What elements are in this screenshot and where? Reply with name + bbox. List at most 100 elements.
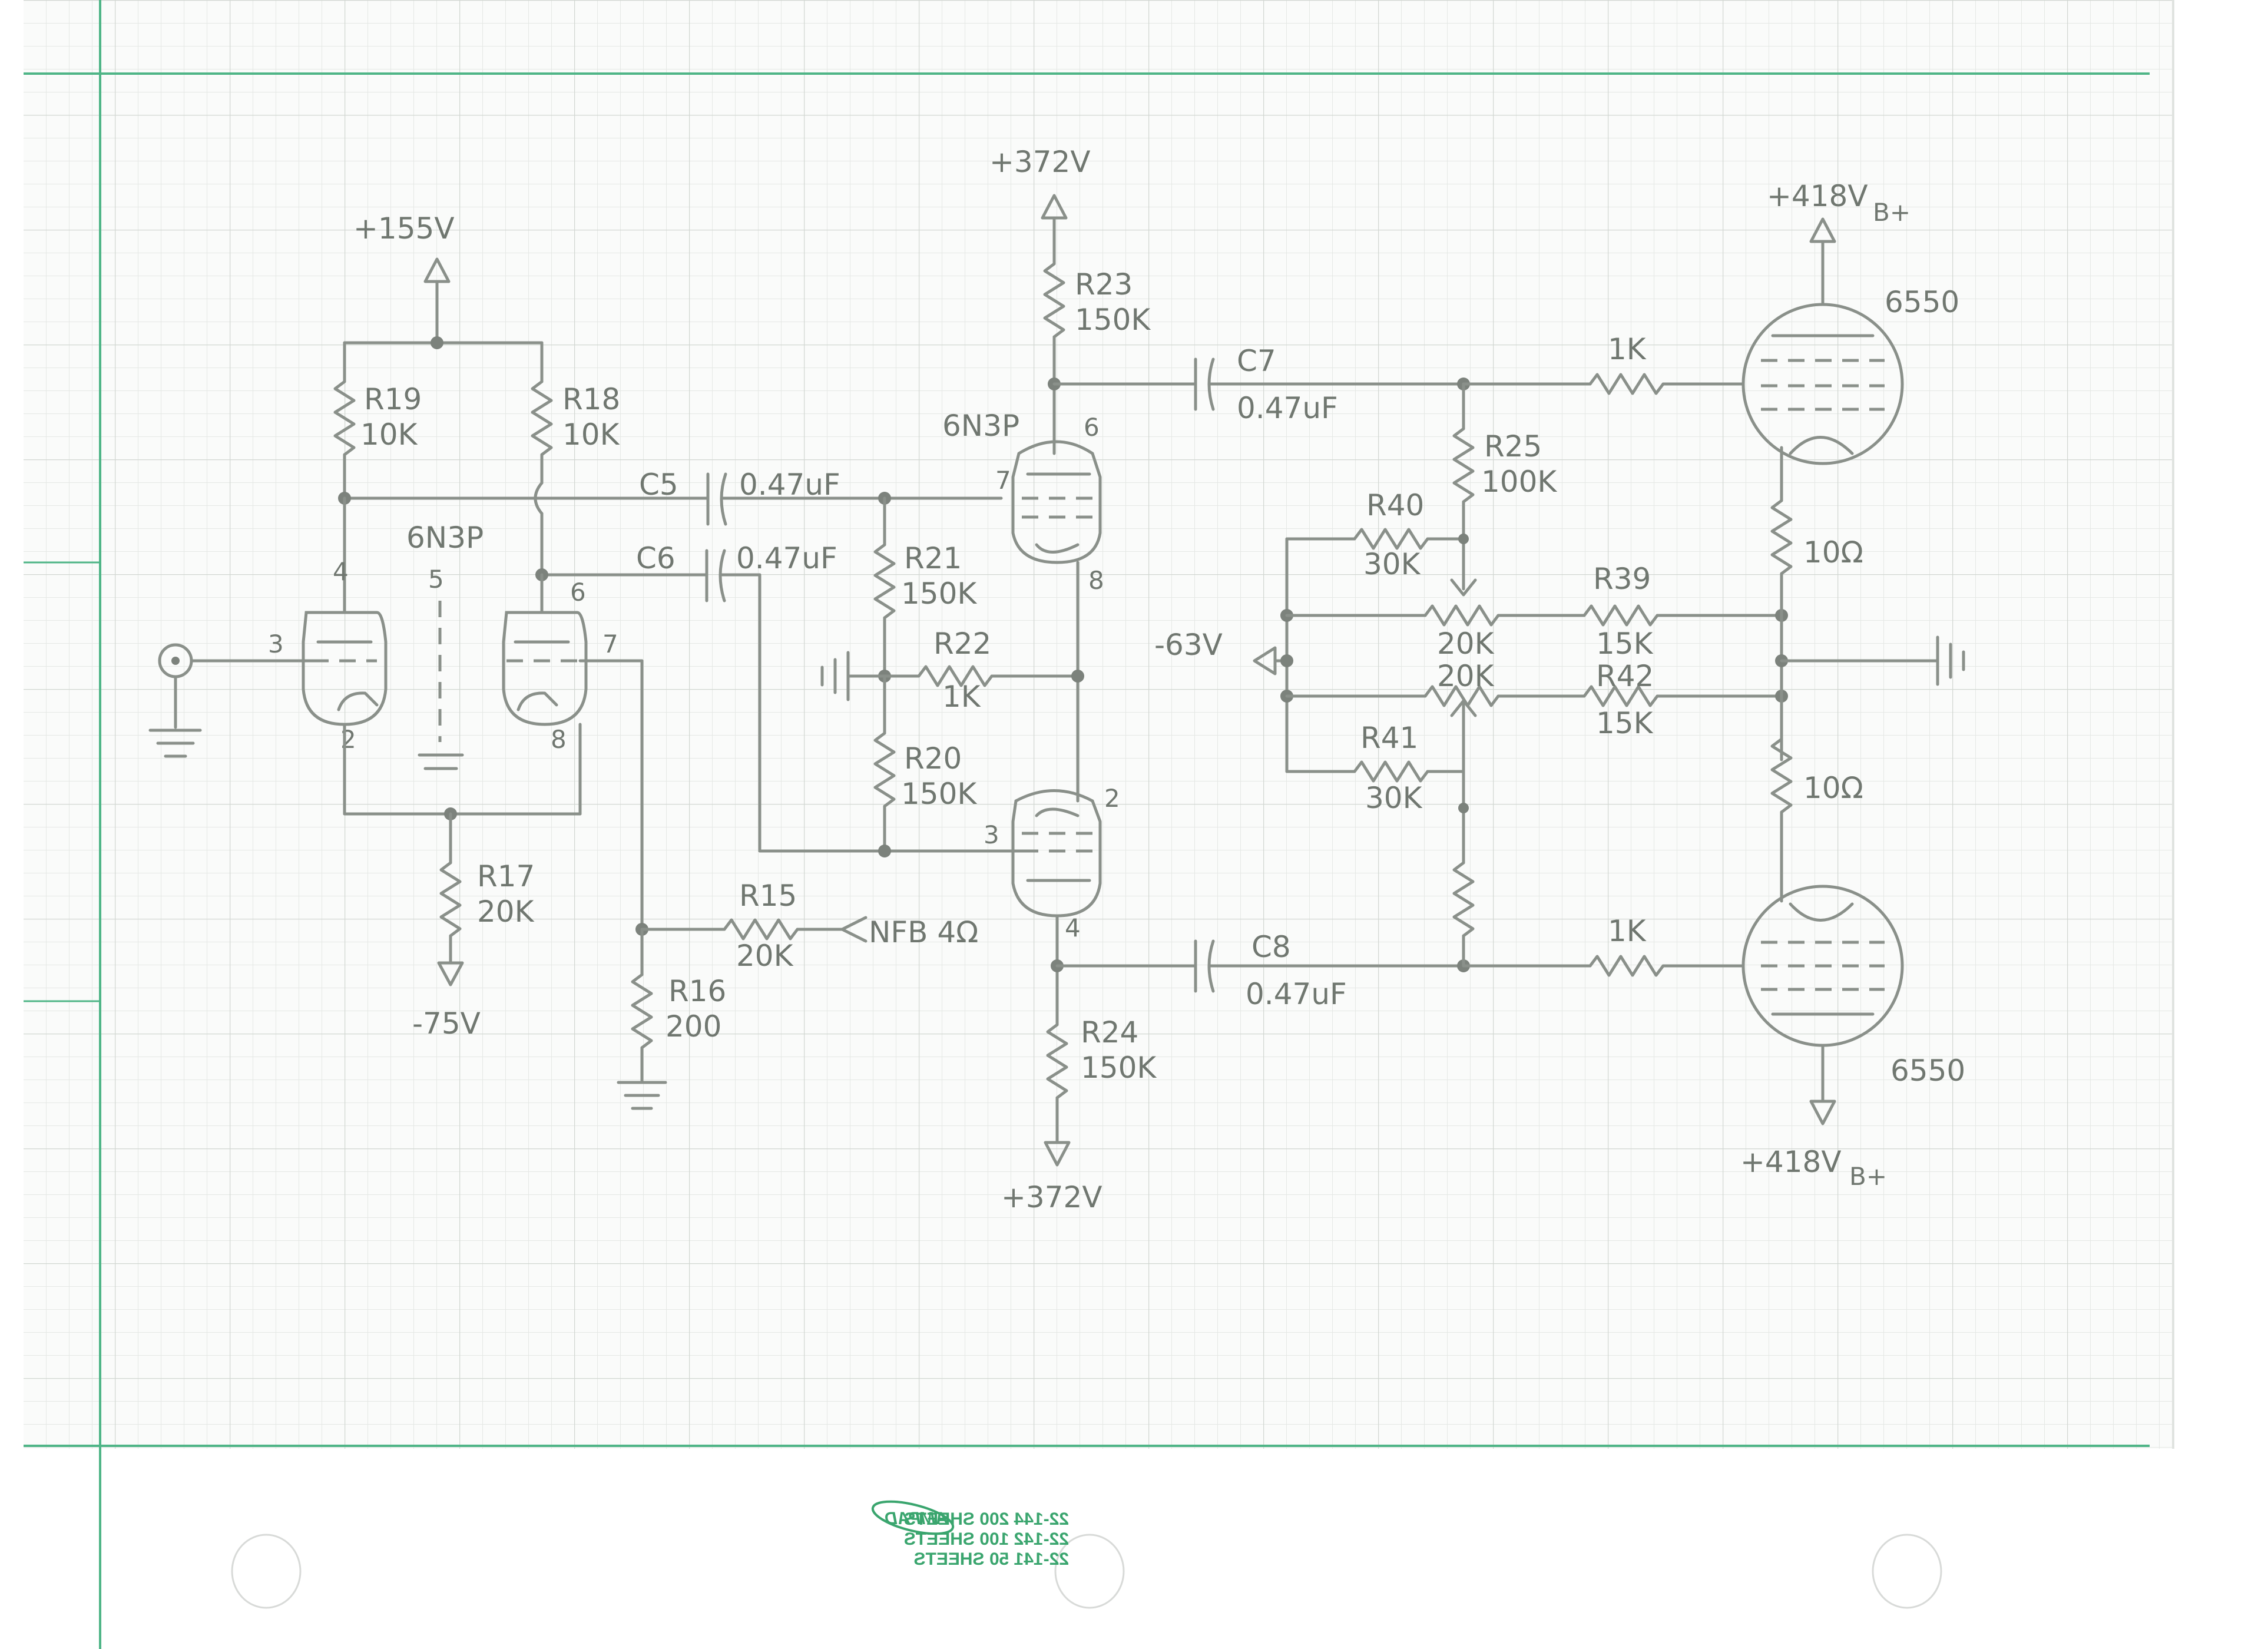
r41-name: R41 (1360, 721, 1418, 755)
r19-value: 10K (360, 418, 418, 452)
nfb-label: NFB 4Ω (869, 915, 978, 949)
resistor-r25 (1450, 382, 1477, 597)
r41-value: 30K (1365, 781, 1423, 815)
tube-v2b (970, 789, 1102, 918)
binder-hole (1872, 1534, 1942, 1609)
resistor-grid-stopper-bottom (1462, 955, 1745, 977)
r15-value: 20K (736, 939, 794, 973)
r15-name: R15 (739, 879, 797, 913)
pin-v2a-cathode: 8 (1088, 566, 1104, 595)
input-jack-icon (158, 643, 290, 729)
pin-v2b-plate: 2 (1104, 784, 1120, 813)
grid-stopper-top-value: 1K (1608, 332, 1647, 366)
bplus-label-bottom: B+ (1849, 1162, 1887, 1191)
resistor-r21 (873, 496, 896, 678)
r21-name: R21 (904, 541, 962, 575)
supply-label-plus372-bottom: +372V (1001, 1180, 1102, 1214)
pin-v1-heater: 5 (428, 565, 444, 594)
supply-label-minus63: -63V (1154, 628, 1223, 662)
bplus-label-top: B+ (1873, 198, 1911, 227)
resistor-r19 (333, 341, 356, 500)
capacitor-c5 (676, 472, 1003, 526)
cathode-top-value: 10Ω (1803, 535, 1863, 569)
pin-v1b-cathode: 8 (551, 725, 567, 754)
r16-name: R16 (668, 974, 726, 1008)
r24-value: 150K (1081, 1051, 1157, 1085)
pin-v2b-cathode: 4 (1065, 913, 1081, 942)
r20-value: 150K (901, 777, 977, 811)
c5-value: 0.47uF (739, 468, 840, 502)
resistor-r39 (1582, 604, 1783, 627)
r23-name: R23 (1075, 267, 1133, 302)
resistor-r41 (1285, 760, 1465, 783)
tube-v2a (1011, 440, 1102, 564)
potentiometer-bottom (1285, 685, 1586, 865)
binder-hole (231, 1534, 302, 1609)
r39-value: 15K (1596, 627, 1654, 661)
supply-label-minus75: -75V (412, 1006, 481, 1041)
c5-name: C5 (639, 468, 678, 502)
ground-icon (820, 651, 886, 701)
resistor-r22 (883, 665, 1080, 687)
pin-v2a-plate: 6 (1084, 413, 1100, 442)
supply-arrow-icon (1809, 217, 1836, 306)
ground-icon (148, 729, 202, 758)
ampad-logo: AMPAD (885, 1509, 949, 1528)
tube-out-bottom-type: 6550 (1890, 1054, 1965, 1088)
resistor-lower-grid-leak (1452, 861, 1475, 968)
pad-row-2: 22-142 100 SHEETS (904, 1529, 1069, 1549)
pin-v1b-plate: 6 (570, 578, 586, 607)
driver-stage: C5 0.47uF C6 0.47uF R21 150K (636, 145, 1157, 1214)
supply-arrow-icon (1041, 194, 1068, 266)
supply-label-plus418-top: +418V (1767, 179, 1868, 213)
resistor-r24 (1044, 1023, 1071, 1167)
resistor-r23 (1043, 262, 1065, 455)
tube-v1-type: 6N3P (406, 521, 484, 555)
pin-v2a-grid: 7 (995, 466, 1011, 495)
r21-value: 150K (901, 577, 977, 611)
supply-label-plus372-top: +372V (989, 145, 1091, 179)
supply-arrow-icon (423, 257, 451, 345)
pin-v1a-cathode: 2 (340, 725, 356, 754)
pin-v1a-grid: 3 (268, 630, 284, 658)
r17-value: 20K (477, 895, 535, 929)
r16-value: 200 (665, 1009, 721, 1044)
resistor-r20 (873, 674, 896, 853)
tube-6550-bottom (1741, 885, 1904, 1125)
r18-name: R18 (562, 382, 620, 416)
pad-branding: AMPAD 22-141 50 SHEETS 22-142 100 SHEETS… (871, 1500, 1069, 1569)
resistor-r40 (1285, 528, 1465, 550)
resistor-r17 (437, 812, 464, 986)
resistor-grid-stopper-top (1462, 373, 1745, 395)
tube-v2-type: 6N3P (942, 409, 1019, 443)
r24-name: R24 (1081, 1015, 1138, 1049)
supply-label-plus155: +155V (353, 211, 455, 246)
r40-name: R40 (1366, 488, 1424, 522)
r39-name: R39 (1593, 562, 1651, 596)
output-stage: C7 0.47uF C8 0.47uF R25 100K -63V (1052, 179, 1965, 1191)
pin-v1b-grid: 7 (602, 630, 618, 658)
resistor-cathode-bottom (1770, 694, 1793, 903)
r23-value: 150K (1075, 303, 1151, 337)
r19-name: R19 (364, 382, 422, 416)
resistor-r15 (723, 916, 868, 943)
ground-icon (1780, 635, 1965, 686)
pot1-value: 20K (1437, 627, 1495, 661)
potentiometer-top (1285, 604, 1586, 627)
r17-name: R17 (477, 859, 535, 893)
c8-value: 0.47uF (1246, 977, 1347, 1011)
tube-v1b (502, 611, 644, 726)
pin-v1a-plate: 4 (333, 557, 349, 586)
r42-name: R42 (1596, 659, 1654, 693)
supply-label-plus418-bottom: +418V (1740, 1145, 1842, 1179)
resistor-r42 (1582, 685, 1783, 707)
pot2-value: 20K (1437, 659, 1495, 693)
c7-name: C7 (1237, 344, 1276, 378)
r40-value: 30K (1363, 547, 1421, 581)
r22-value: 1K (942, 680, 981, 714)
binder-hole (1054, 1534, 1125, 1609)
tube-out-top-type: 6550 (1885, 285, 1959, 319)
c8-name: C8 (1251, 930, 1291, 964)
